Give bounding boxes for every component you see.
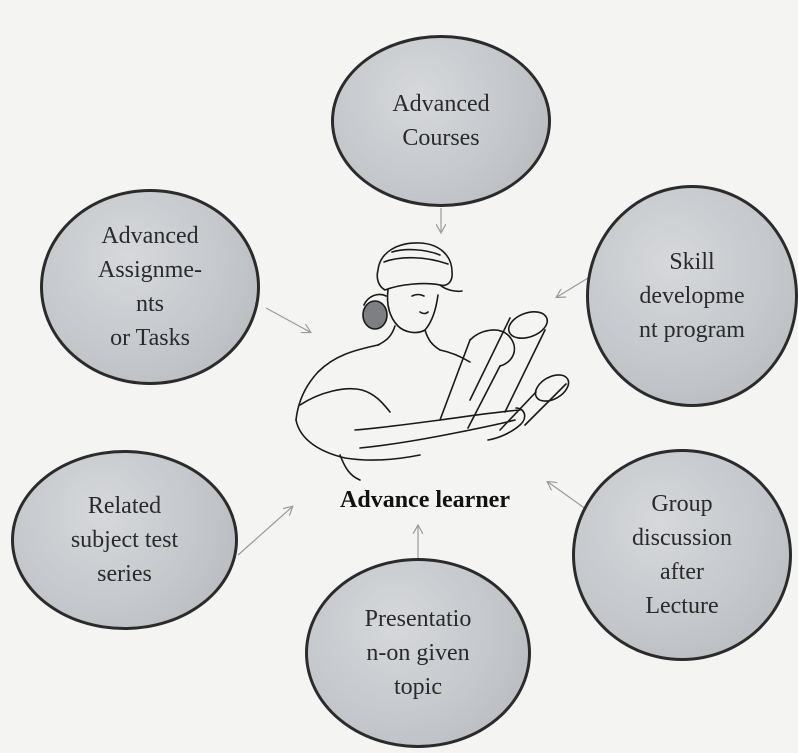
node-advanced-courses: Advanced Courses (331, 35, 551, 207)
learner-illustration (295, 242, 570, 481)
arrow-related (237, 507, 292, 556)
node-related-test-series-label: Related subject test series (70, 493, 179, 587)
node-advanced-courses-label: Advanced Courses (392, 91, 490, 151)
node-presentation: Presentatio n-on given topic (305, 558, 531, 748)
arrow-assignments (265, 307, 310, 332)
node-group-discussion-label: Group discussion after Lecture (631, 491, 732, 619)
node-advanced-assignments: Advanced Assignme- nts or Tasks (40, 189, 260, 385)
arrow-skill (557, 277, 589, 297)
node-skill-development: Skill developme nt program (586, 185, 798, 407)
node-skill-development-label: Skill developme nt program (639, 249, 745, 343)
node-presentation-label: Presentatio n-on given topic (364, 606, 472, 700)
center-label: Advance learner (340, 487, 510, 513)
node-related-test-series: Related subject test series (11, 450, 238, 630)
node-group-discussion: Group discussion after Lecture (572, 449, 792, 661)
node-advanced-assignments-label: Advanced Assignme- nts or Tasks (98, 223, 202, 351)
